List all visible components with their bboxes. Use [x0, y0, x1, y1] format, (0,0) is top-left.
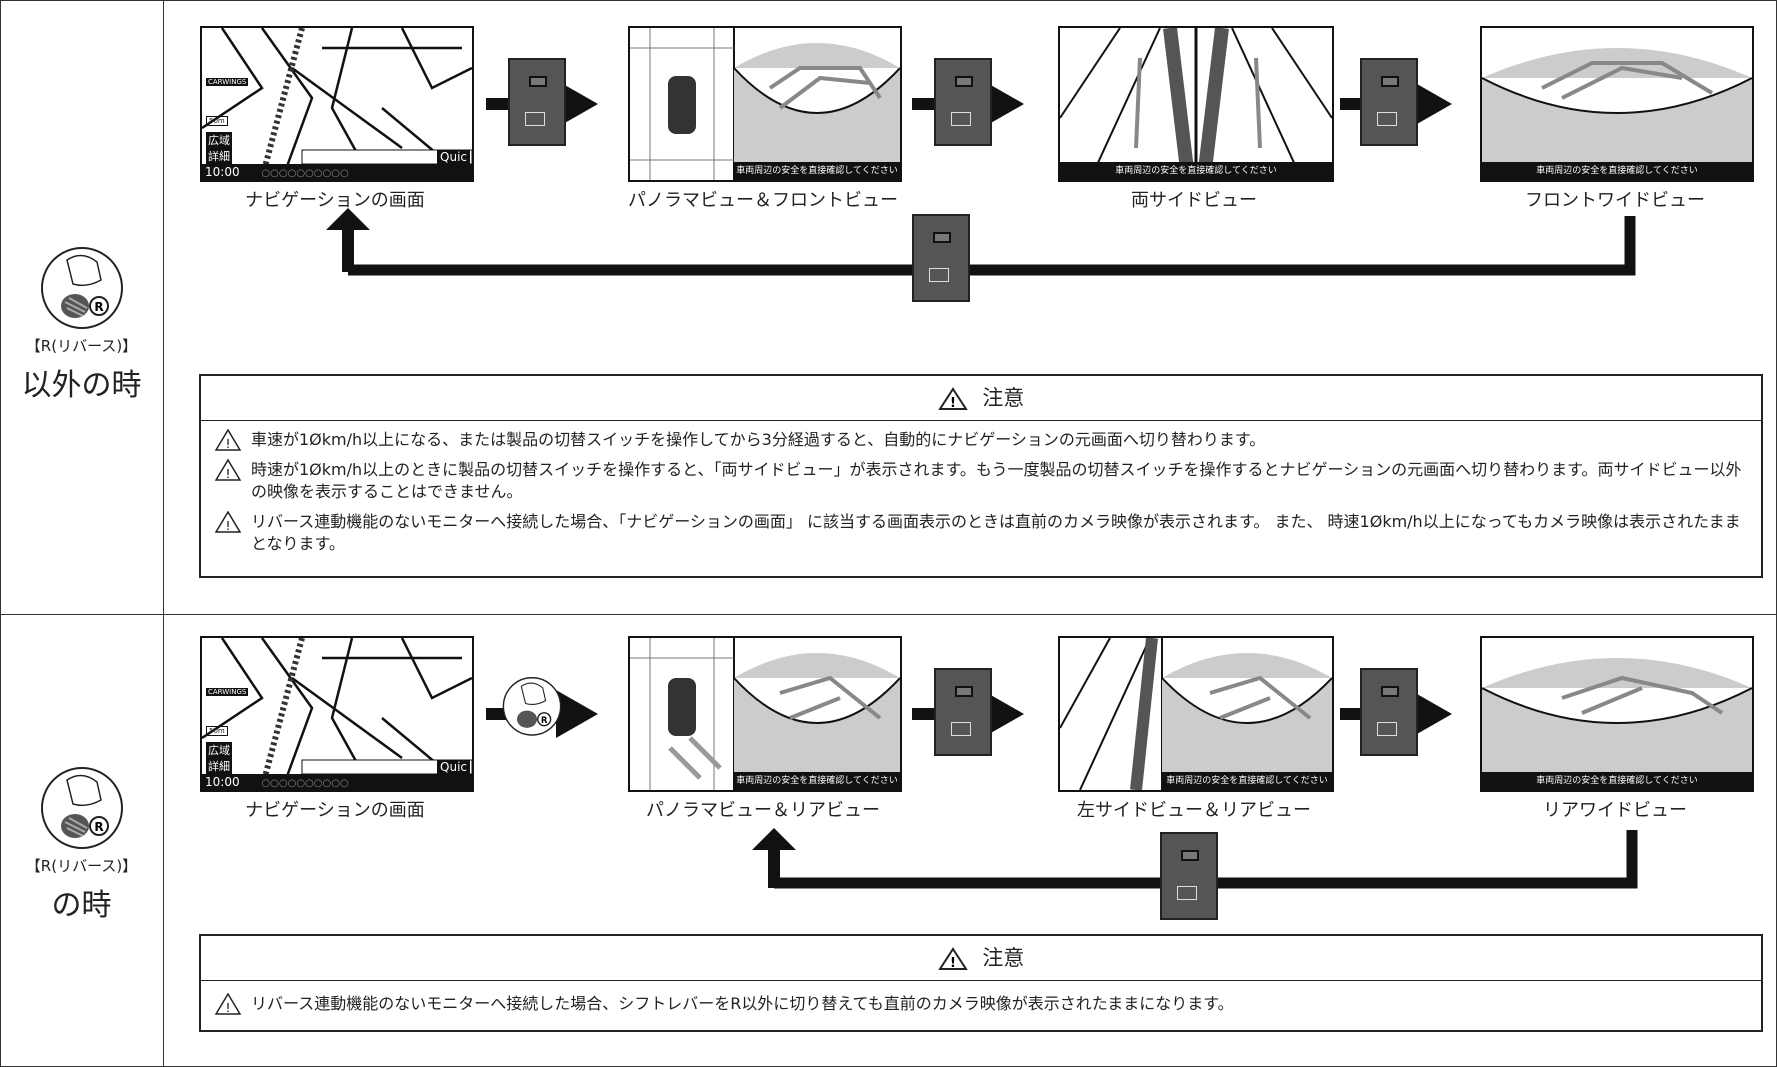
- time-label: 10:00: [205, 165, 240, 179]
- quick-label: Quic: [437, 150, 470, 164]
- switch-button[interactable]: [1360, 58, 1418, 146]
- row-label-small: 【R(リバース)】: [25, 337, 138, 355]
- caution-box: ! 注意 ! 車速が1Økm/h以上になる、または製品の切替スイッチを操作してか…: [199, 374, 1763, 578]
- left-side-rear-screen: 車両周辺の安全を直接確認してください: [1058, 636, 1334, 792]
- notice-bar: 車両周辺の安全を直接確認してください: [1162, 772, 1332, 790]
- caution-title: 注意: [982, 946, 1025, 970]
- row-label-big: の時: [51, 888, 112, 923]
- panorama-front-screen: 車両周辺の安全を直接確認してください: [628, 26, 902, 182]
- camera-view-drawing: [630, 28, 900, 180]
- dots-label: ○○○○○○○○○○: [261, 778, 349, 789]
- wide-label: 広域: [206, 132, 232, 148]
- caution-item: ! 車速が1Økm/h以上になる、または製品の切替スイッチを操作してから3分経過…: [211, 429, 1751, 451]
- switch-button[interactable]: [934, 58, 992, 146]
- switch-button[interactable]: [1160, 832, 1218, 920]
- notice-bar: 車両周辺の安全を直接確認してください: [734, 772, 900, 790]
- warning-icon: !: [215, 511, 241, 533]
- row-label-non-reverse: R 【R(リバース)】 以外の時: [0, 240, 163, 404]
- switch-button[interactable]: [934, 668, 992, 756]
- caution-text: リバース連動機能のないモニターへ接続した場合、シフトレバーをR以外に切り替えても…: [251, 994, 1234, 1013]
- caption-left-side-rear: 左サイドビュー＆リアビュー: [1077, 800, 1311, 821]
- nav-status-bar: 10:00 ○○○○○○○○○○: [202, 774, 472, 790]
- row-divider: [0, 614, 1777, 615]
- caption-panorama-front: パノラマビュー＆フロントビュー: [628, 190, 898, 211]
- nav-status-bar: 10:00 ○○○○○○○○○○: [202, 164, 472, 180]
- notice-bar: 車両周辺の安全を直接確認してください: [1482, 162, 1752, 180]
- quick-label: Quic: [437, 760, 470, 774]
- svg-text:!: !: [226, 437, 231, 451]
- both-side-screen: 車両周辺の安全を直接確認してください: [1058, 26, 1334, 182]
- svg-text:!: !: [226, 519, 231, 533]
- caption-navigation: ナビゲーションの画面: [245, 800, 425, 821]
- return-arrow: [752, 828, 1638, 889]
- front-wide-screen: 車両周辺の安全を直接確認してください: [1480, 26, 1754, 182]
- detail-label: 詳細: [206, 148, 232, 164]
- svg-text:!: !: [226, 1001, 231, 1015]
- camera-view-drawing: [1482, 48, 1752, 180]
- navigation-screen: CARWINGS 50m 広域 詳細 Quic 10:00 ○○○○○○○○○○: [200, 26, 474, 182]
- caution-text: リバース連動機能のないモニターへ接続した場合、「ナビゲーションの画面」 に該当す…: [251, 512, 1741, 553]
- warning-icon: !: [215, 459, 241, 481]
- caution-header: ! 注意: [201, 936, 1761, 981]
- time-label: 10:00: [205, 775, 240, 789]
- caution-item: ! 時速が1Økm/h以上のときに製品の切替スイッチを操作すると、「両サイドビュ…: [211, 459, 1751, 503]
- caution-header: ! 注意: [201, 376, 1761, 421]
- navigation-screen: CARWINGS 50m 広域 詳細 Quic 10:00 ○○○○○○○○○○: [200, 636, 474, 792]
- row-label-small: 【R(リバース)】: [25, 857, 138, 875]
- svg-text:R: R: [541, 716, 548, 726]
- caution-title: 注意: [982, 386, 1025, 410]
- column-divider: [163, 0, 164, 1067]
- shift-lever-icon: R: [40, 247, 123, 329]
- svg-text:R: R: [94, 300, 103, 314]
- carwings-label: CARWINGS: [206, 78, 249, 86]
- return-arrow: [326, 208, 1636, 276]
- scale-label: 50m: [206, 726, 228, 736]
- camera-view-drawing: [1060, 638, 1332, 790]
- map-drawing: [202, 638, 472, 790]
- caption-rear-wide: リアワイドビュー: [1543, 800, 1687, 821]
- carwings-label: CARWINGS: [206, 688, 249, 696]
- shift-lever-icon[interactable]: R: [498, 672, 566, 740]
- camera-view-drawing: [630, 638, 900, 790]
- camera-view-drawing: [1060, 28, 1332, 180]
- caution-box: ! 注意 ! リバース連動機能のないモニターへ接続した場合、シフトレバーをR以外…: [199, 934, 1763, 1032]
- caution-text: 車速が1Økm/h以上になる、または製品の切替スイッチを操作してから3分経過する…: [251, 430, 1266, 449]
- switch-button[interactable]: [508, 58, 566, 146]
- row-label-reverse: R 【R(リバース)】 の時: [0, 760, 163, 924]
- switch-button[interactable]: [912, 214, 970, 302]
- warning-icon: !: [937, 387, 968, 411]
- caution-text: 時速が1Økm/h以上のときに製品の切替スイッチを操作すると、「両サイドビュー」…: [251, 460, 1742, 501]
- caption-both-side: 両サイドビュー: [1131, 190, 1257, 211]
- svg-text:!: !: [950, 956, 956, 971]
- map-drawing: [202, 28, 472, 180]
- dots-label: ○○○○○○○○○○: [261, 168, 349, 179]
- notice-bar: 車両周辺の安全を直接確認してください: [734, 162, 900, 180]
- wide-label: 広域: [206, 742, 232, 758]
- caption-navigation: ナビゲーションの画面: [245, 190, 425, 211]
- svg-text:R: R: [94, 820, 103, 834]
- rear-wide-screen: 車両周辺の安全を直接確認してください: [1480, 636, 1754, 792]
- caution-item: ! リバース連動機能のないモニターへ接続した場合、シフトレバーをR以外に切り替え…: [211, 993, 1751, 1015]
- notice-bar: 車両周辺の安全を直接確認してください: [1482, 772, 1752, 790]
- camera-view-drawing: [1482, 658, 1752, 790]
- warning-icon: !: [215, 429, 241, 451]
- caption-front-wide: フロントワイドビュー: [1525, 190, 1705, 211]
- caution-item: ! リバース連動機能のないモニターへ接続した場合、「ナビゲーションの画面」 に該…: [211, 511, 1751, 555]
- detail-label: 詳細: [206, 758, 232, 774]
- caption-panorama-rear: パノラマビュー＆リアビュー: [646, 800, 880, 821]
- notice-bar: 車両周辺の安全を直接確認してください: [1060, 162, 1332, 180]
- row-label-big: 以外の時: [21, 368, 142, 403]
- warning-icon: !: [215, 993, 241, 1015]
- warning-icon: !: [937, 947, 968, 971]
- shift-lever-icon: R: [40, 767, 123, 849]
- svg-text:!: !: [226, 467, 231, 481]
- panorama-rear-screen: 車両周辺の安全を直接確認してください: [628, 636, 902, 792]
- scale-label: 50m: [206, 116, 228, 126]
- switch-button[interactable]: [1360, 668, 1418, 756]
- svg-text:!: !: [950, 396, 956, 411]
